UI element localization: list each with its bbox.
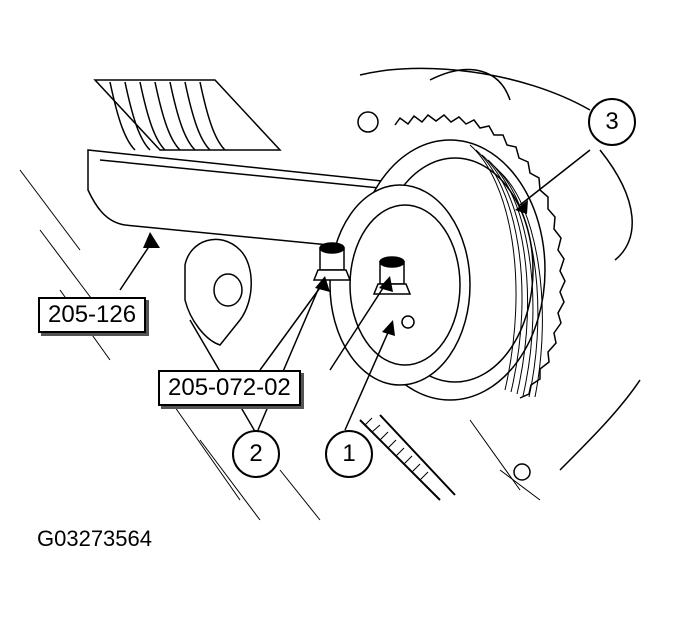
leader-arrowheads: [143, 200, 528, 336]
coil-spring: [93, 79, 282, 151]
leader-line-205-072-02-b: [329, 284, 386, 371]
breaker-bar-grip: [364, 417, 429, 481]
arrowhead: [379, 276, 393, 292]
engine-contour-line: [559, 379, 641, 471]
callout-1: 1: [325, 430, 373, 478]
callout-3: 3: [588, 98, 636, 146]
bolt-head: [357, 111, 379, 133]
engine-contour-line: [429, 68, 511, 101]
background-hatching: [19, 169, 541, 521]
arrowhead: [315, 276, 330, 292]
holding-tool-bar-edge: [99, 159, 401, 191]
tool-label-205-126: 205-126: [38, 297, 147, 333]
tool-label-205-072-02: 205-072-02: [158, 370, 301, 406]
figure-code: G03273564: [37, 526, 152, 551]
bolt-head: [312, 242, 352, 281]
engine-contour-line: [599, 149, 633, 261]
bracket-boss: [213, 273, 243, 307]
bolt-head: [372, 256, 412, 295]
crankshaft-pulley: [329, 139, 546, 401]
bolt-head: [401, 315, 415, 329]
arrowhead: [515, 200, 528, 214]
leader-line-callout-1: [344, 327, 391, 431]
leader-line-callout-2: [257, 284, 321, 431]
leader-line-205-072-02-a: [259, 284, 323, 371]
leader-line-205-126: [119, 244, 151, 291]
arrowhead: [382, 320, 395, 336]
engine-contour-line: [359, 67, 591, 111]
pulley-ribs: [469, 144, 543, 398]
leader-line-callout-3: [519, 149, 591, 206]
breaker-bar: [359, 414, 456, 501]
bolt-head: [513, 463, 531, 481]
arrowhead: [143, 232, 160, 248]
callout-2: 2: [232, 430, 280, 478]
